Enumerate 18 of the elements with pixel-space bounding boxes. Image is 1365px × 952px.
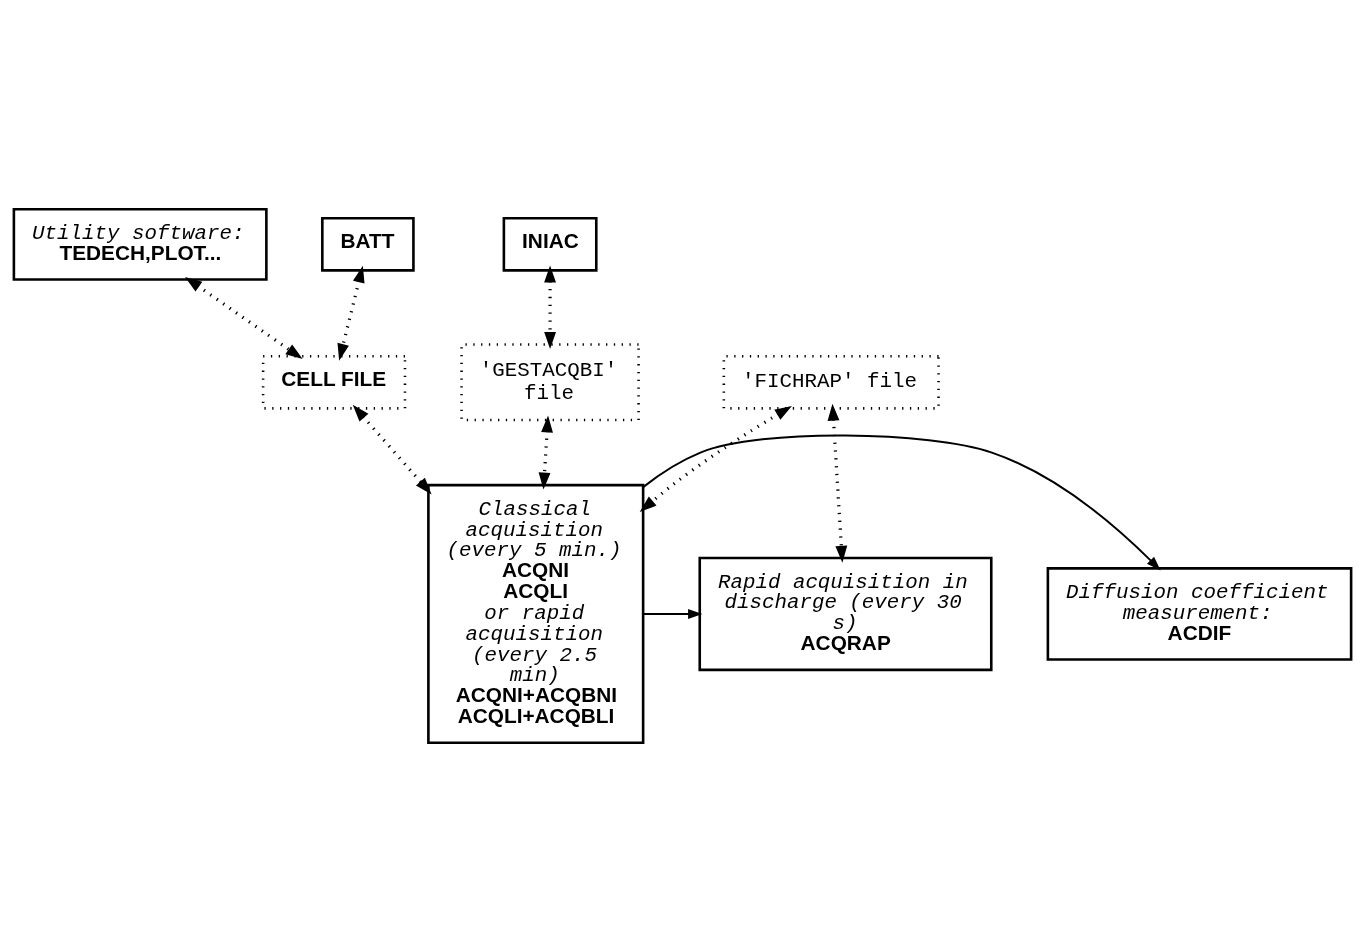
arrow <box>642 608 703 619</box>
arrow <box>538 415 553 490</box>
node-box: 'GESTACQBI' file <box>460 343 640 422</box>
arrow <box>544 265 556 349</box>
node-box: 'FICHRAP' file <box>722 354 940 410</box>
node-box: Classical acquisition (every 5 min.) ACQNI ACQLI or rapid acquisition (every 2.5 min) ACQNI+ACQBNI ACQLI+ACQBLI <box>427 483 645 745</box>
node-box: Rapid acquisition in discharge (every 30 s) ACQRAP <box>698 556 993 672</box>
arrow <box>827 403 848 563</box>
arrow <box>642 434 1161 571</box>
arrow <box>337 265 365 361</box>
node-box: Diffusion coefficient measurement: ACDIF <box>1046 567 1353 661</box>
node-box: Utility software: TEDECH,PLOT... <box>12 207 268 281</box>
node-box: INIAC <box>502 217 598 272</box>
node-box: CELL FILE <box>261 354 407 410</box>
arrow <box>185 276 303 360</box>
arrow <box>352 404 432 495</box>
arrow <box>639 406 792 512</box>
node-box: BATT <box>321 217 415 272</box>
